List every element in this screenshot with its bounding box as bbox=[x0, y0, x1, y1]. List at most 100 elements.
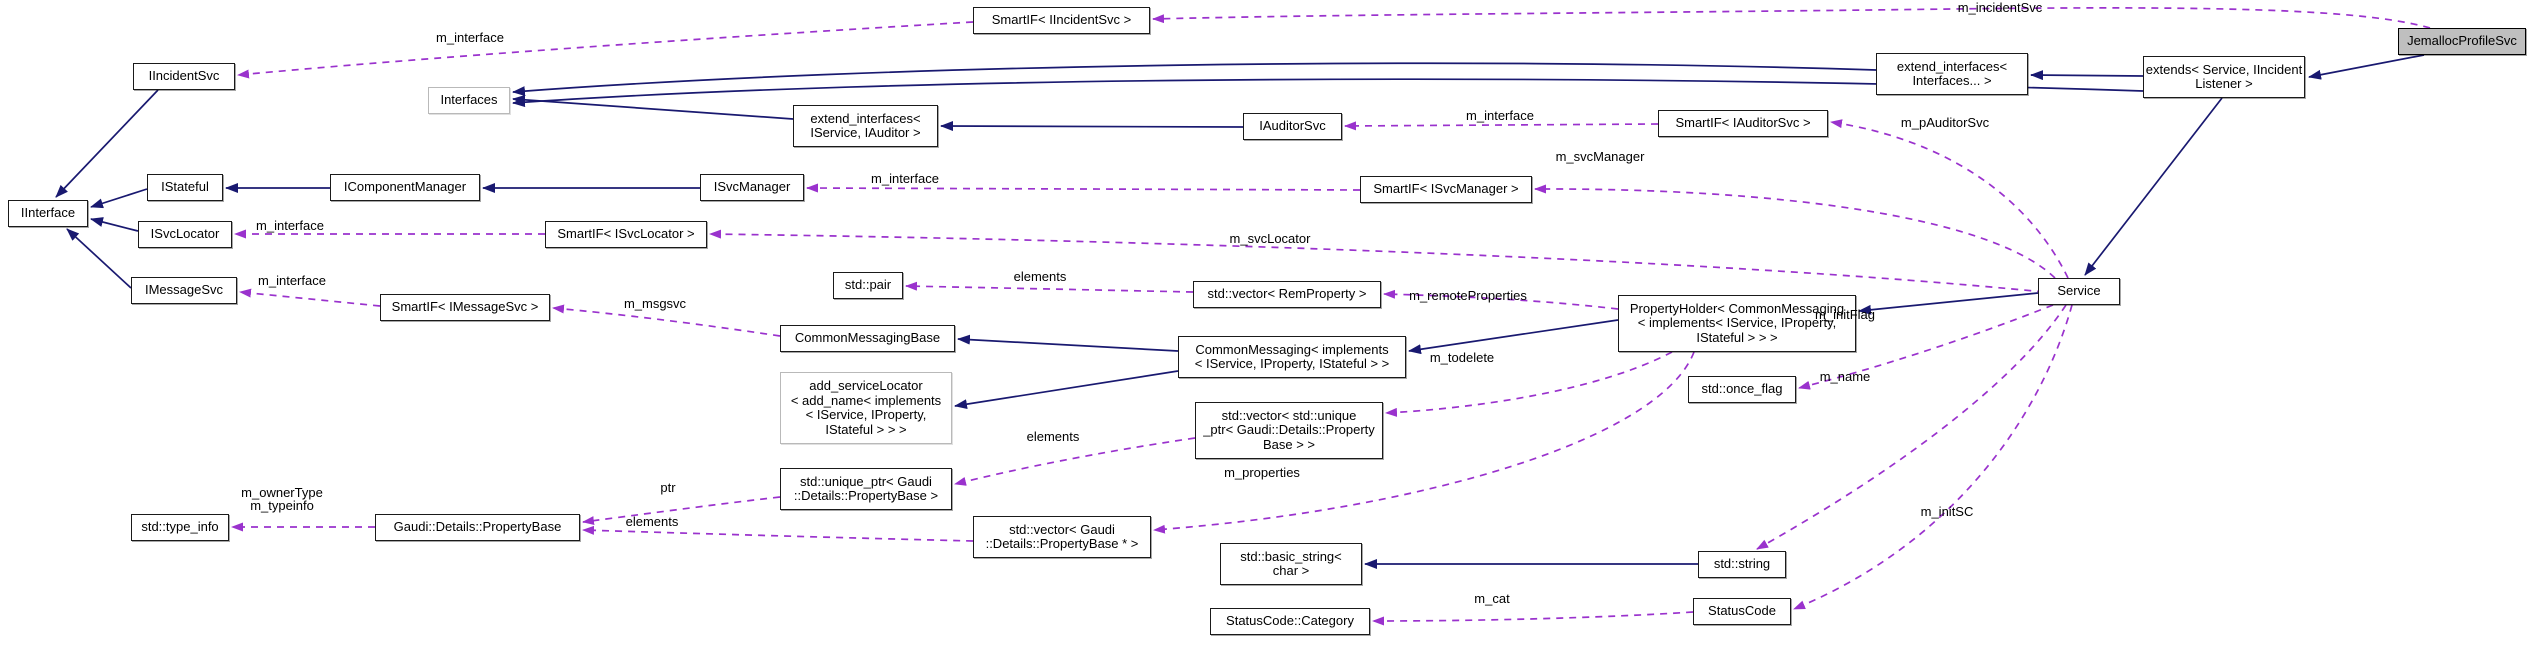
node-service[interactable]: Service bbox=[2038, 278, 2120, 305]
edge-inherit-iauditorsvc-extendinterfaces bbox=[940, 121, 1244, 132]
edge-use-service-smartifauditor bbox=[1830, 119, 2069, 279]
edge-use-commonmessagingbase-smartifmessagesvc bbox=[552, 304, 781, 337]
edge-label-m-incidentsvc: m_incidentSvc bbox=[1957, 0, 2043, 15]
node-std-vector-propertybase-ptr[interactable]: std::vector< Gaudi::Details::PropertyBas… bbox=[973, 516, 1151, 558]
node-std-unique-ptr[interactable]: std::unique_ptr< Gaudi::Details::Propert… bbox=[780, 468, 952, 510]
node-label: SmartIF< IAuditorSvc > bbox=[1675, 115, 1811, 131]
node-label: ISvcManager bbox=[713, 179, 791, 195]
node-label: < IService, IProperty, IStateful > > bbox=[1194, 356, 1390, 371]
node-label: extend_interfaces< bbox=[810, 110, 921, 126]
edge-label-m-typeinfo: m_typeinfo bbox=[250, 498, 314, 513]
node-label: Base > > bbox=[1262, 436, 1316, 452]
edge-label-m-interface-svcmanager: m_interface bbox=[871, 171, 939, 186]
edge-use-service-onceflag bbox=[1798, 304, 2054, 390]
edge-label-m-remoteproperties: m_remoteProperties bbox=[1409, 288, 1527, 303]
edge-inherit-commonmessaging-addservicelocator bbox=[954, 370, 1179, 410]
node-std-once-flag[interactable]: std::once_flag bbox=[1688, 376, 1796, 403]
node-extend-interfaces-iservice-iauditor[interactable]: extend_interfaces<IService, IAuditor > bbox=[793, 105, 938, 147]
node-propertyholder[interactable]: PropertyHolder< CommonMessaging< impleme… bbox=[1618, 295, 1856, 352]
node-icomponentmanager[interactable]: IComponentManager bbox=[330, 174, 480, 201]
node-iauditorsvc[interactable]: IAuditorSvc bbox=[1243, 113, 1342, 140]
node-std-vector-remproperty[interactable]: std::vector< RemProperty > bbox=[1193, 281, 1381, 308]
edge-use-smartifincident-iincidentsvc bbox=[237, 21, 974, 79]
node-label: < IService, IProperty, bbox=[805, 407, 927, 422]
node-add-servicelocator[interactable]: add_serviceLocator< add_name< implements… bbox=[780, 372, 952, 444]
node-jemallocprofilesvc[interactable]: JemallocProfileSvc bbox=[2398, 28, 2526, 55]
node-smartif-iincidentsvc[interactable]: SmartIF< IIncidentSvc > bbox=[973, 7, 1150, 34]
node-label: < implements< IService, IProperty, bbox=[1637, 315, 1837, 331]
node-label: Interfaces bbox=[440, 92, 498, 108]
node-label: SmartIF< ISvcManager > bbox=[1373, 181, 1519, 197]
edge-use-jemalloc-smartifincident bbox=[1152, 7, 2431, 29]
edge-use-service-smartifsvclocator bbox=[709, 229, 2045, 293]
node-label: StatusCode bbox=[1708, 603, 1776, 619]
node-label: IMessageSvc bbox=[144, 282, 224, 298]
node-label: CommonMessaging< implements bbox=[1195, 341, 1389, 357]
node-label: add_serviceLocator bbox=[809, 378, 923, 393]
node-label: Interfaces... > bbox=[1912, 73, 1992, 88]
node-istateful[interactable]: IStateful bbox=[147, 174, 223, 201]
node-label: IStateful > > > bbox=[1696, 329, 1778, 345]
edge-label-m-svclocator: m_svcLocator bbox=[1229, 231, 1311, 246]
node-label: IInterface bbox=[20, 205, 76, 221]
node-statuscode[interactable]: StatusCode bbox=[1693, 598, 1791, 625]
edge-label-m-properties: m_properties bbox=[1224, 465, 1300, 480]
edge-label-m-name: m_name bbox=[1819, 369, 1871, 384]
node-isvclocator[interactable]: ISvcLocator bbox=[138, 221, 232, 248]
node-statuscode-category[interactable]: StatusCode::Category bbox=[1210, 608, 1370, 635]
edge-label-elements-pair: elements bbox=[1013, 269, 1067, 284]
edge-inherit-extends-service bbox=[2084, 97, 2223, 276]
edge-use-service-stdstring bbox=[1756, 304, 2067, 550]
edge-label-m-initsc: m_initSC bbox=[1920, 504, 1974, 519]
node-iincidentsvc[interactable]: IIncidentSvc bbox=[133, 63, 235, 90]
node-label: StatusCode::Category bbox=[1226, 613, 1354, 629]
edge-label-m-todelete: m_todelete bbox=[1429, 350, 1495, 365]
node-extend-interfaces-pack[interactable]: extend_interfaces<Interfaces... > bbox=[1876, 53, 2028, 95]
node-imessagesvc[interactable]: IMessageSvc bbox=[131, 277, 237, 304]
node-smartif-imessagesvc[interactable]: SmartIF< IMessageSvc > bbox=[380, 294, 550, 321]
edge-label-m-interface-messagesvc: m_interface bbox=[258, 273, 326, 288]
edge-inherit-extends-extendinterfacespack bbox=[2030, 70, 2144, 81]
node-isvcmanager[interactable]: ISvcManager bbox=[700, 174, 804, 201]
edge-use-propertyholder-vectorremproperty bbox=[1383, 289, 1619, 310]
node-std-string[interactable]: std::string bbox=[1698, 551, 1786, 578]
edge-use-vectoruniqueptr-uniqueptr bbox=[954, 437, 1196, 486]
edge-use-smartifauditor-iauditorsvc bbox=[1344, 121, 1659, 131]
node-smartif-iauditorsvc[interactable]: SmartIF< IAuditorSvc > bbox=[1658, 110, 1828, 137]
node-label: IStateful > > > bbox=[825, 421, 907, 437]
node-smartif-isvcmanager[interactable]: SmartIF< ISvcManager > bbox=[1360, 176, 1532, 203]
node-gaudi-details-propertybase[interactable]: Gaudi::Details::PropertyBase bbox=[375, 514, 580, 541]
node-smartif-isvclocator[interactable]: SmartIF< ISvcLocator > bbox=[545, 221, 707, 248]
node-std-type-info[interactable]: std::type_info bbox=[131, 514, 229, 541]
node-label: IStateful bbox=[161, 179, 209, 195]
edge-use-vectorremproperty-stdpair bbox=[905, 281, 1194, 293]
node-std-basic-string[interactable]: std::basic_string<char > bbox=[1220, 543, 1362, 585]
edge-inherit-commonmessaging-base bbox=[957, 334, 1179, 352]
edge-label-elements-uniqueptr: elements bbox=[1026, 429, 1080, 444]
node-interfaces[interactable]: Interfaces bbox=[428, 87, 510, 114]
node-label: PropertyHolder< CommonMessaging bbox=[1629, 300, 1845, 316]
node-label: JemallocProfileSvc bbox=[2407, 33, 2517, 49]
edge-use-propertyholder-vectorpropertybaseptr bbox=[1153, 351, 1695, 534]
edge-use-smartifmessagesvc-imessagesvc bbox=[239, 288, 381, 307]
node-label: std::type_info bbox=[141, 519, 219, 535]
node-commonmessagingbase[interactable]: CommonMessagingBase bbox=[780, 325, 955, 352]
node-std-vector-unique-ptr[interactable]: std::vector< std::unique_ptr< Gaudi::Det… bbox=[1195, 402, 1383, 459]
edge-label-m-msgsvc: m_msgsvc bbox=[623, 296, 687, 311]
edge-label-m-interface-svclocator: m_interface bbox=[256, 218, 324, 233]
node-label: IAuditorSvc bbox=[1259, 118, 1326, 134]
edge-use-service-statuscode bbox=[1793, 304, 2073, 610]
edge-inherit-imessagesvc-iinterface bbox=[66, 228, 132, 289]
edge-label-m-pauditorsvc: m_pAuditorSvc bbox=[1900, 115, 1990, 130]
edge-label-m-cat: m_cat bbox=[1474, 591, 1510, 606]
node-commonmessaging[interactable]: CommonMessaging< implements< IService, I… bbox=[1178, 336, 1406, 378]
edge-inherit-jemalloc-extends bbox=[2308, 54, 2425, 80]
node-iinterface[interactable]: IInterface bbox=[8, 200, 88, 227]
node-std-pair[interactable]: std::pair bbox=[833, 272, 903, 299]
edge-label-elements-propertybase: elements bbox=[625, 514, 679, 529]
edge-inherit-istateful-iinterface bbox=[90, 188, 148, 209]
node-label: std::vector< Gaudi bbox=[1009, 521, 1115, 537]
